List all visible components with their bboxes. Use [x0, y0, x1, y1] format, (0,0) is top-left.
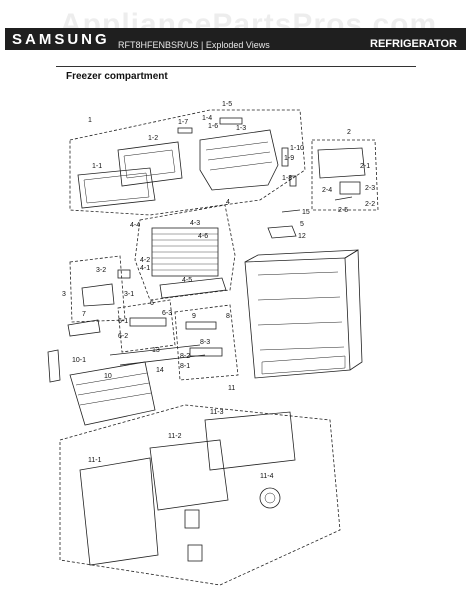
part-3-bin	[81, 283, 115, 307]
label-15: 15	[302, 209, 310, 216]
label-6-1: 6-1	[118, 318, 128, 325]
part-1-2	[117, 141, 183, 187]
label-1-2: 1-2	[148, 135, 158, 142]
part-11-2	[149, 439, 229, 511]
part-labels: 1 1-1 1-2 1-3 1-4 1-5 1-6 1-7 1-8 1-9 1-…	[62, 101, 375, 480]
part-10-1	[47, 349, 61, 383]
label-4-3: 4-3	[190, 220, 200, 227]
label-8: 8	[226, 313, 230, 320]
label-11-4: 11-4	[260, 473, 274, 480]
part-8-1	[189, 347, 223, 357]
part-1-5	[219, 117, 243, 125]
label-11-3: 11-3	[210, 409, 224, 416]
label-4-5: 4-5	[182, 277, 192, 284]
part-13	[109, 344, 201, 356]
part-1-8	[289, 175, 297, 187]
label-12: 12	[298, 233, 306, 240]
part-15	[281, 209, 301, 213]
category-title: REFRIGERATOR	[370, 38, 457, 50]
part-2-3	[339, 181, 361, 195]
label-2: 2	[347, 129, 351, 136]
label-11-2: 11-2	[168, 433, 182, 440]
label-6-3: 6-3	[162, 310, 172, 317]
label-8-3: 8-3	[200, 339, 210, 346]
label-11-1: 11-1	[88, 457, 102, 464]
group-3-outline	[69, 255, 126, 323]
group-6-outline	[117, 299, 176, 353]
part-4-5	[159, 277, 227, 299]
label-8-2: 8-2	[180, 353, 190, 360]
group-1-outline	[69, 109, 306, 216]
label-1-3: 1-3	[236, 125, 246, 132]
label-1-6: 1-6	[208, 123, 218, 130]
label-1: 1	[88, 117, 92, 124]
label-2-2: 2-2	[365, 201, 375, 208]
part-11-4	[259, 487, 281, 509]
label-1-10: 1-10	[290, 145, 304, 152]
label-1-8: 1-8	[282, 175, 292, 182]
part-2	[317, 147, 366, 179]
label-2-5: 2-5	[338, 207, 348, 214]
label-7: 7	[82, 311, 86, 318]
label-4-2: 4-2	[140, 257, 150, 264]
section-title: Freezer compartment	[66, 71, 168, 82]
label-3: 3	[62, 291, 66, 298]
header: AppliancePartsPros.com SAMSUNG RFT8HFENB…	[0, 0, 471, 60]
part-14	[119, 354, 206, 366]
label-6: 6	[150, 300, 154, 307]
label-9: 9	[192, 313, 196, 320]
group-8-outline	[174, 304, 239, 381]
label-13: 13	[152, 347, 160, 354]
part-6-1	[129, 317, 167, 327]
label-11: 11	[228, 385, 235, 392]
label-8-1: 8-1	[180, 363, 190, 370]
part-11-fan	[184, 509, 200, 529]
header-bar	[5, 28, 466, 50]
label-10: 10	[104, 373, 112, 380]
label-1-9: 1-9	[284, 155, 294, 162]
divider	[56, 66, 416, 67]
label-10-1: 10-1	[72, 357, 86, 364]
label-3-2: 3-2	[96, 267, 106, 274]
cabinet-body	[244, 257, 351, 379]
label-4-6: 4-6	[198, 233, 208, 240]
label-2-4: 2-4	[322, 187, 332, 194]
part-9	[185, 321, 217, 330]
brand-logo: SAMSUNG	[12, 31, 110, 48]
part-11-1	[79, 457, 159, 566]
label-1-1: 1-1	[92, 163, 102, 170]
label-2-1: 2-1	[360, 163, 370, 170]
label-1-4: 1-4	[202, 115, 212, 122]
part-12	[267, 225, 297, 239]
group-4-outline	[134, 204, 236, 301]
part-3-2	[117, 269, 131, 279]
label-4-1: 4-1	[140, 265, 150, 272]
part-1-3	[199, 129, 279, 191]
label-3-1: 3-1	[124, 291, 134, 298]
label-1-5: 1-5	[222, 101, 232, 108]
label-1-7: 1-7	[178, 119, 188, 126]
part-11-3	[204, 411, 296, 471]
group-11-outline	[59, 404, 341, 586]
part-1-1	[77, 167, 156, 209]
label-6-2: 6-2	[118, 333, 128, 340]
group-2-outline	[311, 139, 379, 211]
part-10-basket	[69, 361, 156, 426]
part-11-motor	[187, 544, 203, 562]
label-2-3: 2-3	[365, 185, 375, 192]
model-line: RFT8HFENBSR/US | Exploded Views	[118, 40, 270, 50]
part-1-10	[281, 147, 289, 167]
part-1-7	[177, 127, 193, 134]
part-2-5	[334, 196, 353, 201]
part-7	[67, 319, 101, 337]
label-4-4: 4-4	[130, 222, 140, 229]
label-14: 14	[156, 367, 164, 374]
label-5: 5	[300, 221, 304, 228]
label-4: 4	[226, 199, 230, 206]
